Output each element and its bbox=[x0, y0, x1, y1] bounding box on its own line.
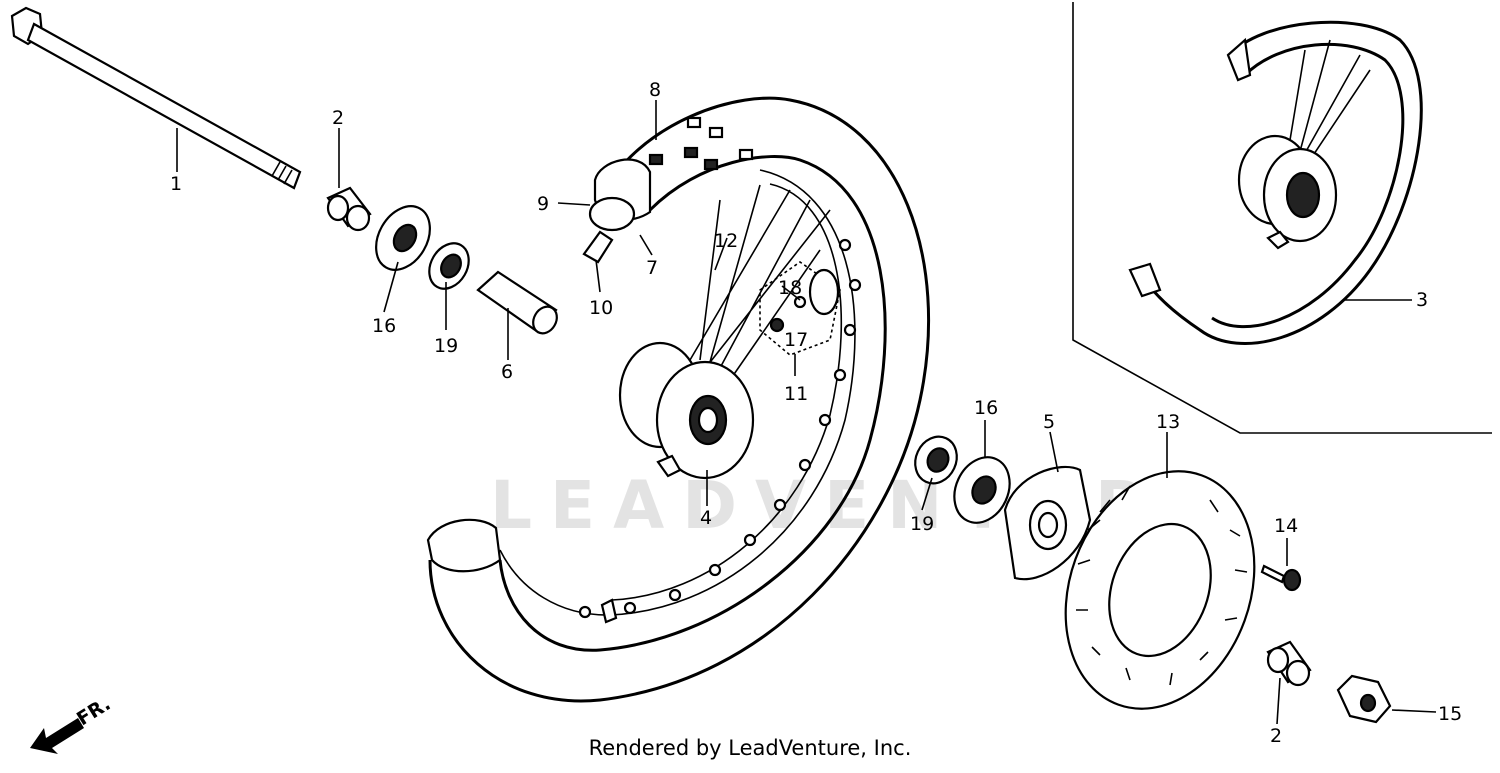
callout-5: 5 bbox=[1043, 411, 1055, 433]
collar-bottom bbox=[1266, 640, 1312, 687]
collar-top bbox=[326, 186, 372, 232]
spoke-nut-detail bbox=[759, 261, 841, 356]
callout-6: 6 bbox=[501, 361, 513, 383]
brake-disc bbox=[1064, 470, 1256, 710]
front-wheel bbox=[426, 96, 931, 703]
side-collar-plate bbox=[1003, 465, 1092, 581]
render-credit: Rendered by LeadVenture, Inc. bbox=[0, 736, 1500, 760]
callout-2-bottom: 2 bbox=[1270, 725, 1282, 747]
callout-7: 7 bbox=[646, 257, 658, 279]
wheel-hub bbox=[618, 341, 755, 480]
callout-14: 14 bbox=[1274, 515, 1298, 537]
axle bbox=[10, 6, 302, 190]
callout-16-right: 16 bbox=[974, 397, 998, 419]
dust-seal-top bbox=[375, 205, 431, 271]
callout-12: 12 bbox=[714, 230, 738, 252]
callout-1: 1 bbox=[170, 173, 182, 195]
inset-wheel-assembly bbox=[1128, 20, 1423, 345]
callout-18: 18 bbox=[778, 277, 802, 299]
inset-frame bbox=[1072, 2, 1492, 434]
callout-19-top: 19 bbox=[434, 335, 458, 357]
render-credit-text: Rendered by LeadVenture, Inc. bbox=[588, 736, 912, 760]
callout-2-top: 2 bbox=[332, 107, 344, 129]
callout-19-right: 19 bbox=[910, 513, 934, 535]
bearing-top bbox=[428, 242, 470, 290]
callout-11: 11 bbox=[784, 383, 808, 405]
callout-4: 4 bbox=[700, 507, 712, 529]
distance-collar bbox=[476, 270, 558, 335]
axle-nut bbox=[1336, 674, 1392, 724]
callout-13: 13 bbox=[1156, 411, 1180, 433]
callout-3: 3 bbox=[1416, 289, 1428, 311]
callout-9: 9 bbox=[537, 193, 549, 215]
callout-16-top: 16 bbox=[372, 315, 396, 337]
disc-bolt bbox=[1260, 564, 1302, 592]
callout-10: 10 bbox=[589, 297, 613, 319]
callout-15: 15 bbox=[1438, 703, 1462, 725]
leader-lines bbox=[176, 100, 1437, 725]
callout-labels: 1 2 3 4 5 6 7 8 9 10 11 12 13 14 15 16 1… bbox=[170, 79, 1462, 747]
bearing-right bbox=[914, 435, 958, 485]
callout-8: 8 bbox=[649, 79, 661, 101]
rim-band-and-valve bbox=[582, 196, 636, 264]
callout-17: 17 bbox=[784, 329, 808, 351]
dust-seal-right bbox=[953, 456, 1011, 524]
